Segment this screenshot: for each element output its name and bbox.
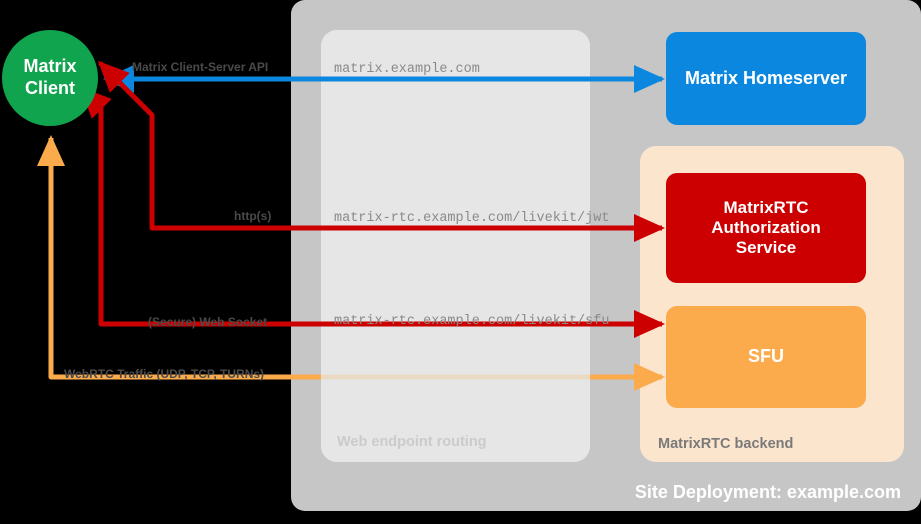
node-matrix-homeserver-label: Matrix Homeserver <box>684 67 848 88</box>
endpoint-livekit-jwt: matrix-rtc.example.com/livekit/jwt <box>334 211 610 226</box>
node-matrix-client-line1: Matrix <box>23 56 77 77</box>
node-auth-line3: Service <box>735 238 797 258</box>
endpoint-matrix-example-com: matrix.example.com <box>334 62 480 77</box>
label-http-s: http(s) <box>234 209 272 223</box>
node-sfu[interactable]: SFU <box>666 306 866 408</box>
endpoint-livekit-sfu: matrix-rtc.example.com/livekit/sfu <box>334 314 610 329</box>
label-matrix-client-server-api: Matrix Client-Server API <box>132 60 269 74</box>
node-matrix-homeserver[interactable]: Matrix Homeserver <box>666 32 866 125</box>
node-matrix-client[interactable]: Matrix Client <box>2 30 98 126</box>
node-matrix-client-line2: Client <box>24 78 75 98</box>
node-auth-line2: Authorization <box>711 217 821 237</box>
node-auth-line1: MatrixRTC <box>723 197 809 217</box>
routing-box-tint <box>321 30 590 462</box>
label-secure-web-socket: (Secure) Web Socket <box>148 315 268 329</box>
label-webrtc-traffic: WebRTC Traffic (UDP, TCP, TURNs) <box>64 367 265 381</box>
matrixrtc-backend-label: MatrixRTC backend <box>658 436 794 452</box>
node-sfu-label: SFU <box>748 346 784 367</box>
node-matrixrtc-authorization-service[interactable]: MatrixRTC Authorization Service <box>666 173 866 283</box>
site-deployment-title: Site Deployment: example.com <box>634 482 901 502</box>
wire-http-jwt <box>97 60 666 242</box>
